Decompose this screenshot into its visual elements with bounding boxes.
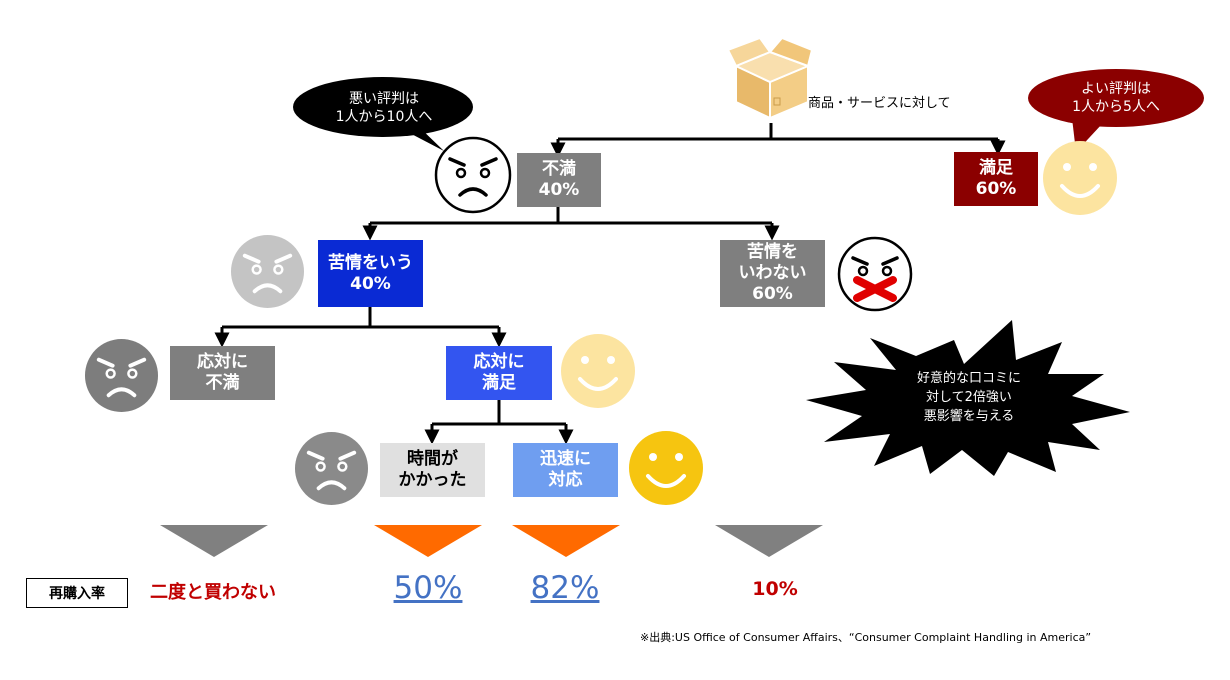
angry-face-light-icon <box>230 234 305 309</box>
repurchase-label: 再購入率 <box>26 578 128 608</box>
node-slow-response: 時間がかかった <box>380 443 485 497</box>
rate-slow: 50% <box>393 570 463 606</box>
good-review-bubble: よい評判は 1人から5人へ <box>1072 81 1160 115</box>
node-response-unsatisfied: 応対に不満 <box>170 346 275 400</box>
node-response-satisfied: 応対に満足 <box>446 346 552 400</box>
burst-shape <box>806 320 1130 476</box>
box-icon <box>728 37 812 119</box>
bad-review-bubble: 悪い評判は 1人から10人へ <box>335 91 433 125</box>
rate-never: 二度と買わない <box>150 582 276 603</box>
smile-face-pale-icon <box>561 334 635 408</box>
rate-no-complain: 10% <box>752 578 798 600</box>
node-quick-response: 迅速に対応 <box>513 443 618 497</box>
smile-face-yellow-icon <box>629 431 703 505</box>
arrow-down-no-complain-icon <box>715 525 823 557</box>
arrow-down-quick-icon <box>512 525 620 557</box>
source-note: ※出典:US Office of Consumer Affairs、“Consu… <box>640 631 1092 644</box>
rate-quick: 82% <box>530 570 600 606</box>
top-label: 商品・サービスに対して <box>808 96 951 111</box>
angry-face-gray-icon <box>84 338 159 413</box>
burst-note: 好意的な口コミに対して2倍強い悪影響を与える <box>916 370 1021 424</box>
arrow-down-slow-icon <box>374 525 482 557</box>
arrow-down-never-icon <box>160 525 268 557</box>
angry-face-gray-2-icon <box>294 431 369 506</box>
bad-review-bubble-shape <box>293 77 473 151</box>
smile-face-icon <box>1043 141 1117 215</box>
silent-face-icon <box>837 236 913 312</box>
angry-face-icon <box>434 136 512 214</box>
